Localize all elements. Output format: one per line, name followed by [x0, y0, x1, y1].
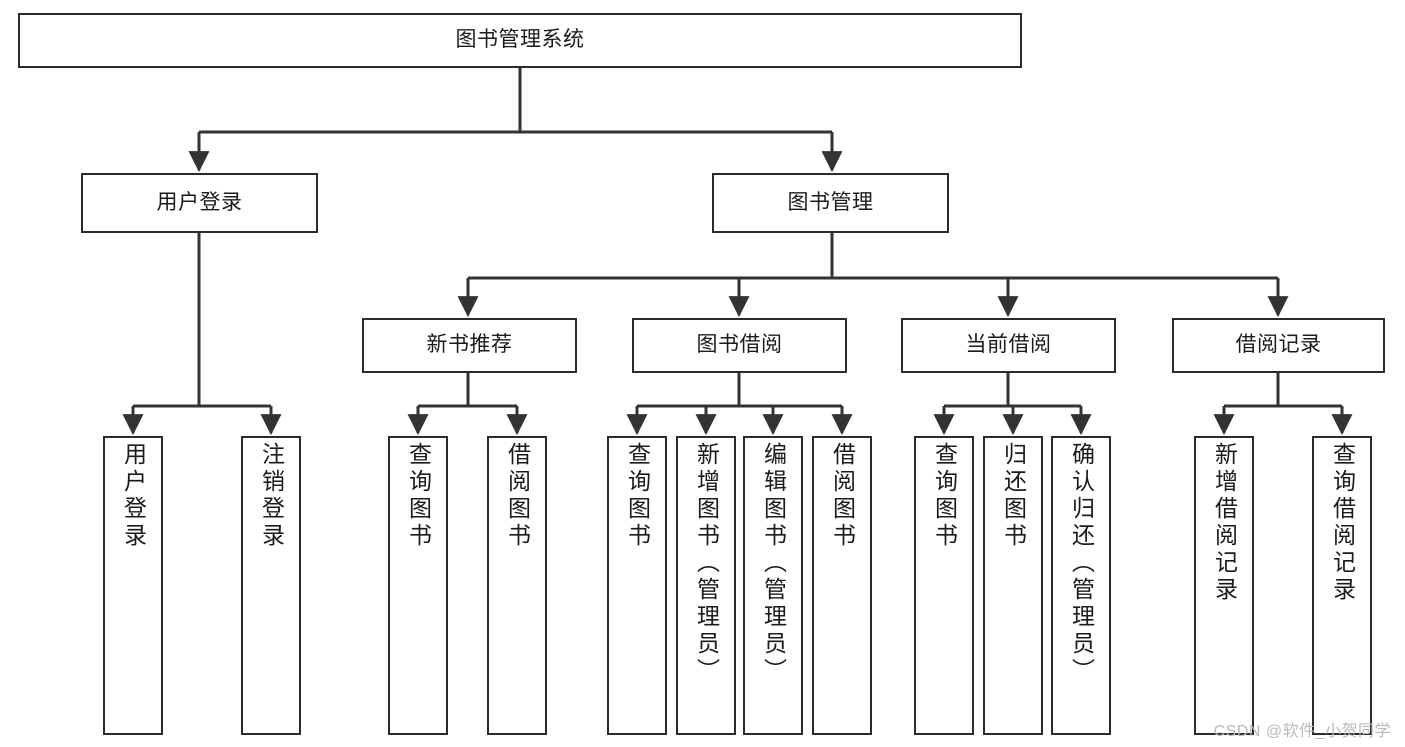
node-borrow-record-label: 借阅记录 — [1235, 333, 1322, 357]
node-leaf-query-borrow-record[interactable]: 查询借阅记录 — [1312, 436, 1372, 735]
node-current-borrow-label: 当前借阅 — [965, 333, 1052, 357]
node-new-book-recommend-label: 新书推荐 — [426, 333, 513, 357]
node-root-label: 图书管理系统 — [455, 28, 585, 52]
node-leaf-query-book-2-label: 查询图书 — [624, 442, 651, 550]
node-root[interactable]: 图书管理系统 — [18, 13, 1022, 68]
node-leaf-add-borrow-record-label: 新增借阅记录 — [1211, 442, 1238, 604]
node-leaf-borrow-book-2[interactable]: 借阅图书 — [812, 436, 872, 735]
node-leaf-edit-book-admin[interactable]: 编辑图书（管理员） — [743, 436, 803, 735]
node-leaf-edit-book-admin-label: 编辑图书（管理员） — [760, 442, 787, 685]
node-leaf-user-login-label: 用户登录 — [120, 442, 147, 550]
node-leaf-return-book-label: 归还图书 — [1000, 442, 1027, 550]
node-user-login[interactable]: 用户登录 — [81, 173, 318, 233]
node-leaf-logout-login[interactable]: 注销登录 — [241, 436, 301, 735]
node-user-login-label: 用户登录 — [156, 190, 243, 214]
node-leaf-query-book-1[interactable]: 查询图书 — [388, 436, 448, 735]
node-leaf-query-book-2[interactable]: 查询图书 — [607, 436, 667, 735]
node-leaf-add-borrow-record[interactable]: 新增借阅记录 — [1194, 436, 1254, 735]
node-leaf-add-book-admin-label: 新增图书（管理员） — [693, 442, 720, 685]
node-leaf-borrow-book-2-label: 借阅图书 — [829, 442, 856, 550]
node-leaf-query-borrow-record-label: 查询借阅记录 — [1329, 442, 1356, 604]
node-leaf-borrow-book-1-label: 借阅图书 — [504, 442, 531, 550]
node-leaf-confirm-return-admin-label: 确认归还（管理员） — [1068, 442, 1095, 685]
node-current-borrow[interactable]: 当前借阅 — [901, 318, 1116, 373]
node-leaf-return-book[interactable]: 归还图书 — [983, 436, 1043, 735]
node-new-book-recommend[interactable]: 新书推荐 — [362, 318, 577, 373]
node-book-borrow[interactable]: 图书借阅 — [632, 318, 847, 373]
node-book-borrow-label: 图书借阅 — [696, 333, 783, 357]
node-leaf-user-login[interactable]: 用户登录 — [103, 436, 163, 735]
node-leaf-borrow-book-1[interactable]: 借阅图书 — [487, 436, 547, 735]
node-leaf-add-book-admin[interactable]: 新增图书（管理员） — [676, 436, 736, 735]
node-leaf-query-book-1-label: 查询图书 — [405, 442, 432, 550]
node-leaf-query-book-3[interactable]: 查询图书 — [914, 436, 974, 735]
node-book-manage[interactable]: 图书管理 — [712, 173, 949, 233]
node-leaf-query-book-3-label: 查询图书 — [931, 442, 958, 550]
node-leaf-confirm-return-admin[interactable]: 确认归还（管理员） — [1051, 436, 1111, 735]
node-book-manage-label: 图书管理 — [787, 190, 874, 214]
node-borrow-record[interactable]: 借阅记录 — [1172, 318, 1385, 373]
node-leaf-logout-login-label: 注销登录 — [258, 442, 285, 550]
